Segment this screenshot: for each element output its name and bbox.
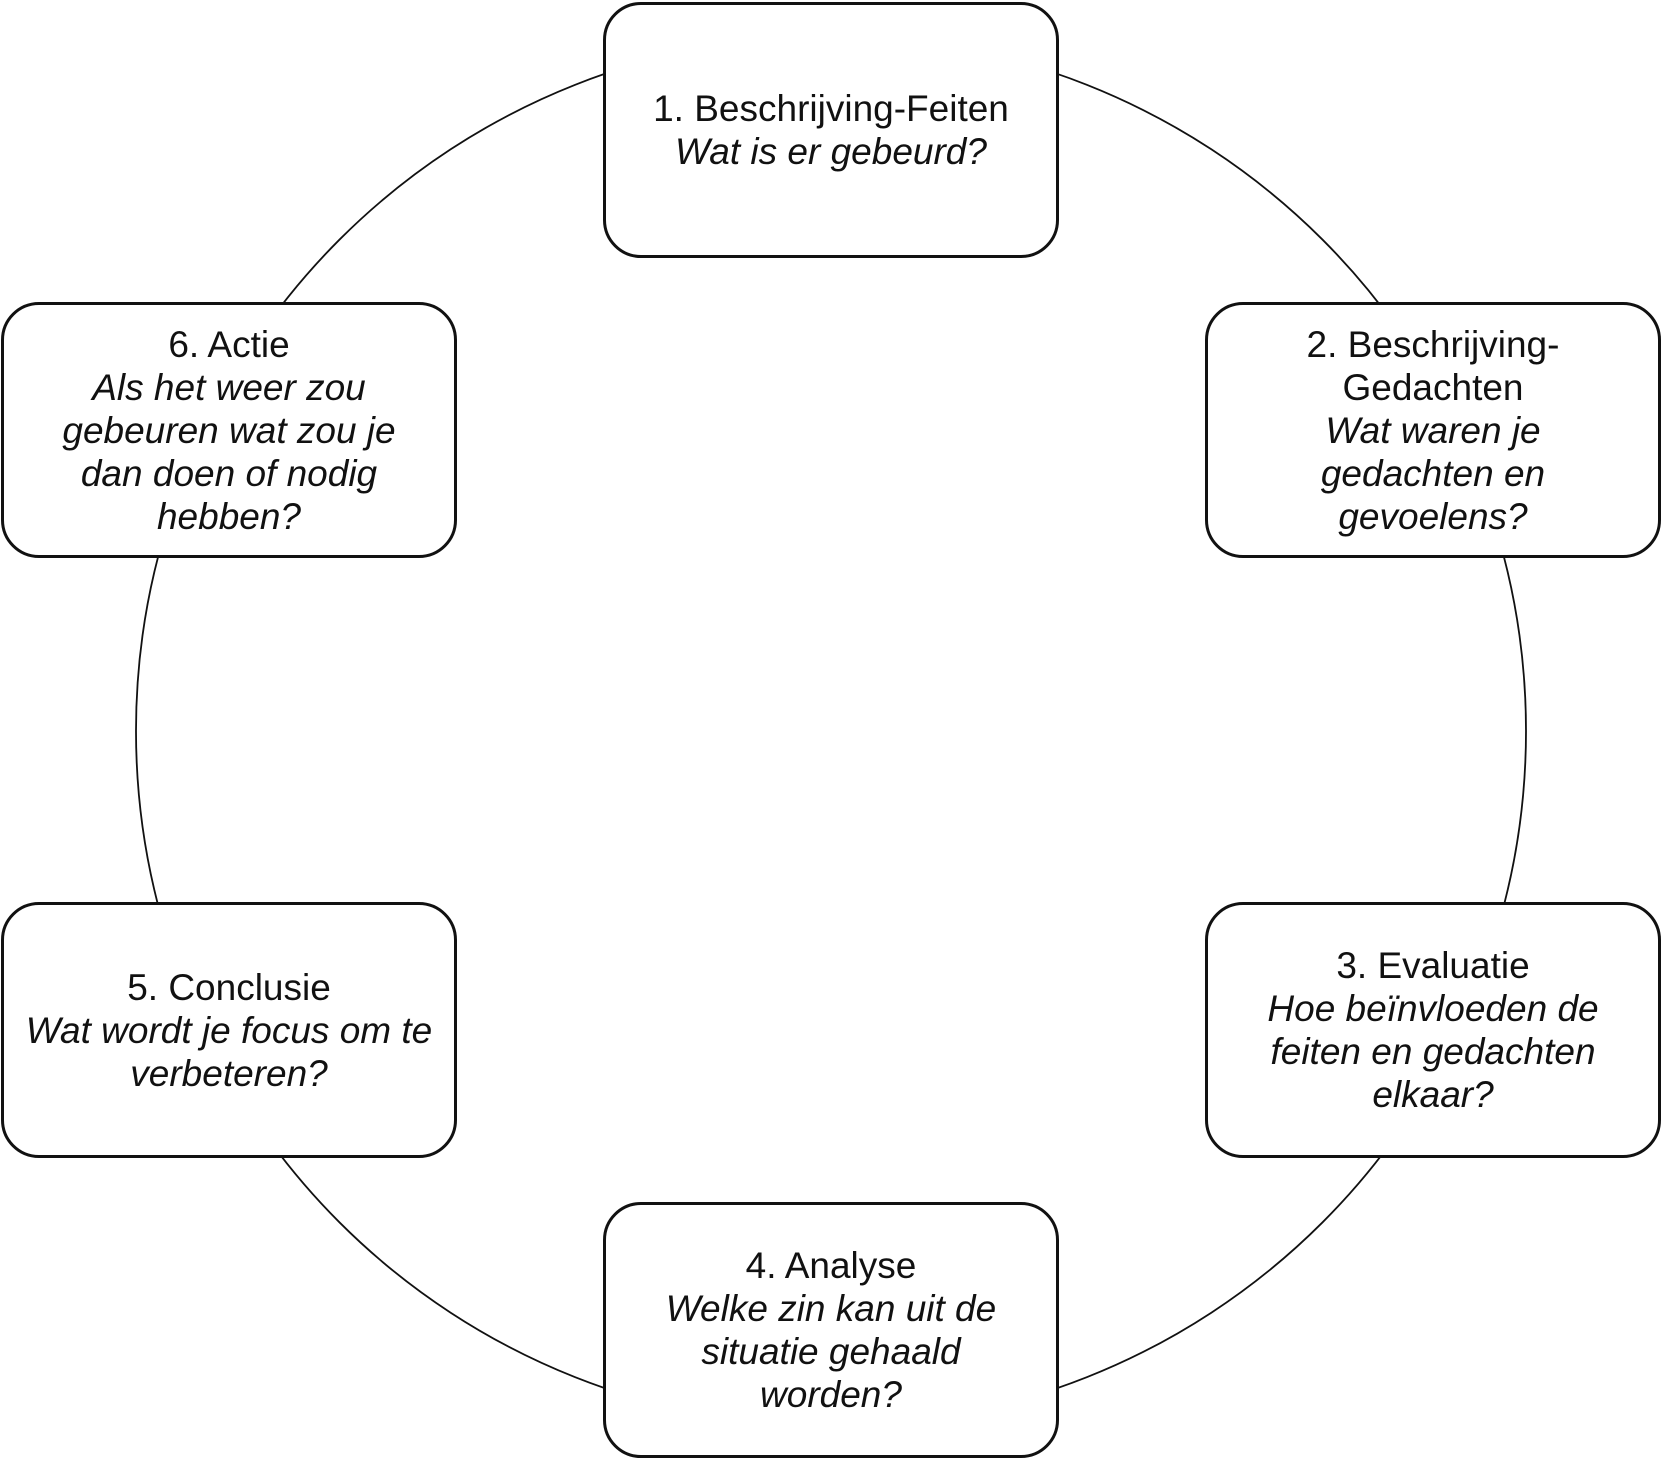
step-6-question: Als het weer zou gebeuren wat zou je dan… xyxy=(62,366,396,537)
step-4-question: Welke zin kan uit de situatie gehaald wo… xyxy=(665,1288,997,1415)
step-box-2: 2. Beschrijving-Gedachten Wat waren je g… xyxy=(1205,302,1661,558)
step-1-question: Wat is er gebeurd? xyxy=(675,131,987,172)
step-box-6: 6. Actie Als het weer zou gebeuren wat z… xyxy=(1,302,457,558)
step-6-title: 6. Actie xyxy=(168,323,290,365)
step-box-4: 4. Analyse Welke zin kan uit de situatie… xyxy=(603,1202,1059,1458)
step-4-title: 4. Analyse xyxy=(745,1245,917,1286)
step-1-title: 1. Beschrijving-Feiten xyxy=(653,88,1009,129)
step-5-title: 5. Conclusie xyxy=(127,966,331,1008)
step-box-5: 5. Conclusie Wat wordt je focus om te ve… xyxy=(1,902,457,1158)
step-3-title: 3. Evaluatie xyxy=(1336,945,1530,986)
step-box-1: 1. Beschrijving-Feiten Wat is er gebeurd… xyxy=(603,2,1059,258)
step-2-question: Wat waren je gedachten en gevoelens? xyxy=(1320,409,1546,537)
step-3-question: Hoe beïnvloeden de feiten en gedachten e… xyxy=(1267,988,1599,1115)
step-box-3: 3. Evaluatie Hoe beïnvloeden de feiten e… xyxy=(1205,902,1661,1158)
step-5-question: Wat wordt je focus om te verbeteren? xyxy=(25,1009,433,1094)
step-2-title: 2. Beschrijving-Gedachten xyxy=(1306,323,1560,408)
